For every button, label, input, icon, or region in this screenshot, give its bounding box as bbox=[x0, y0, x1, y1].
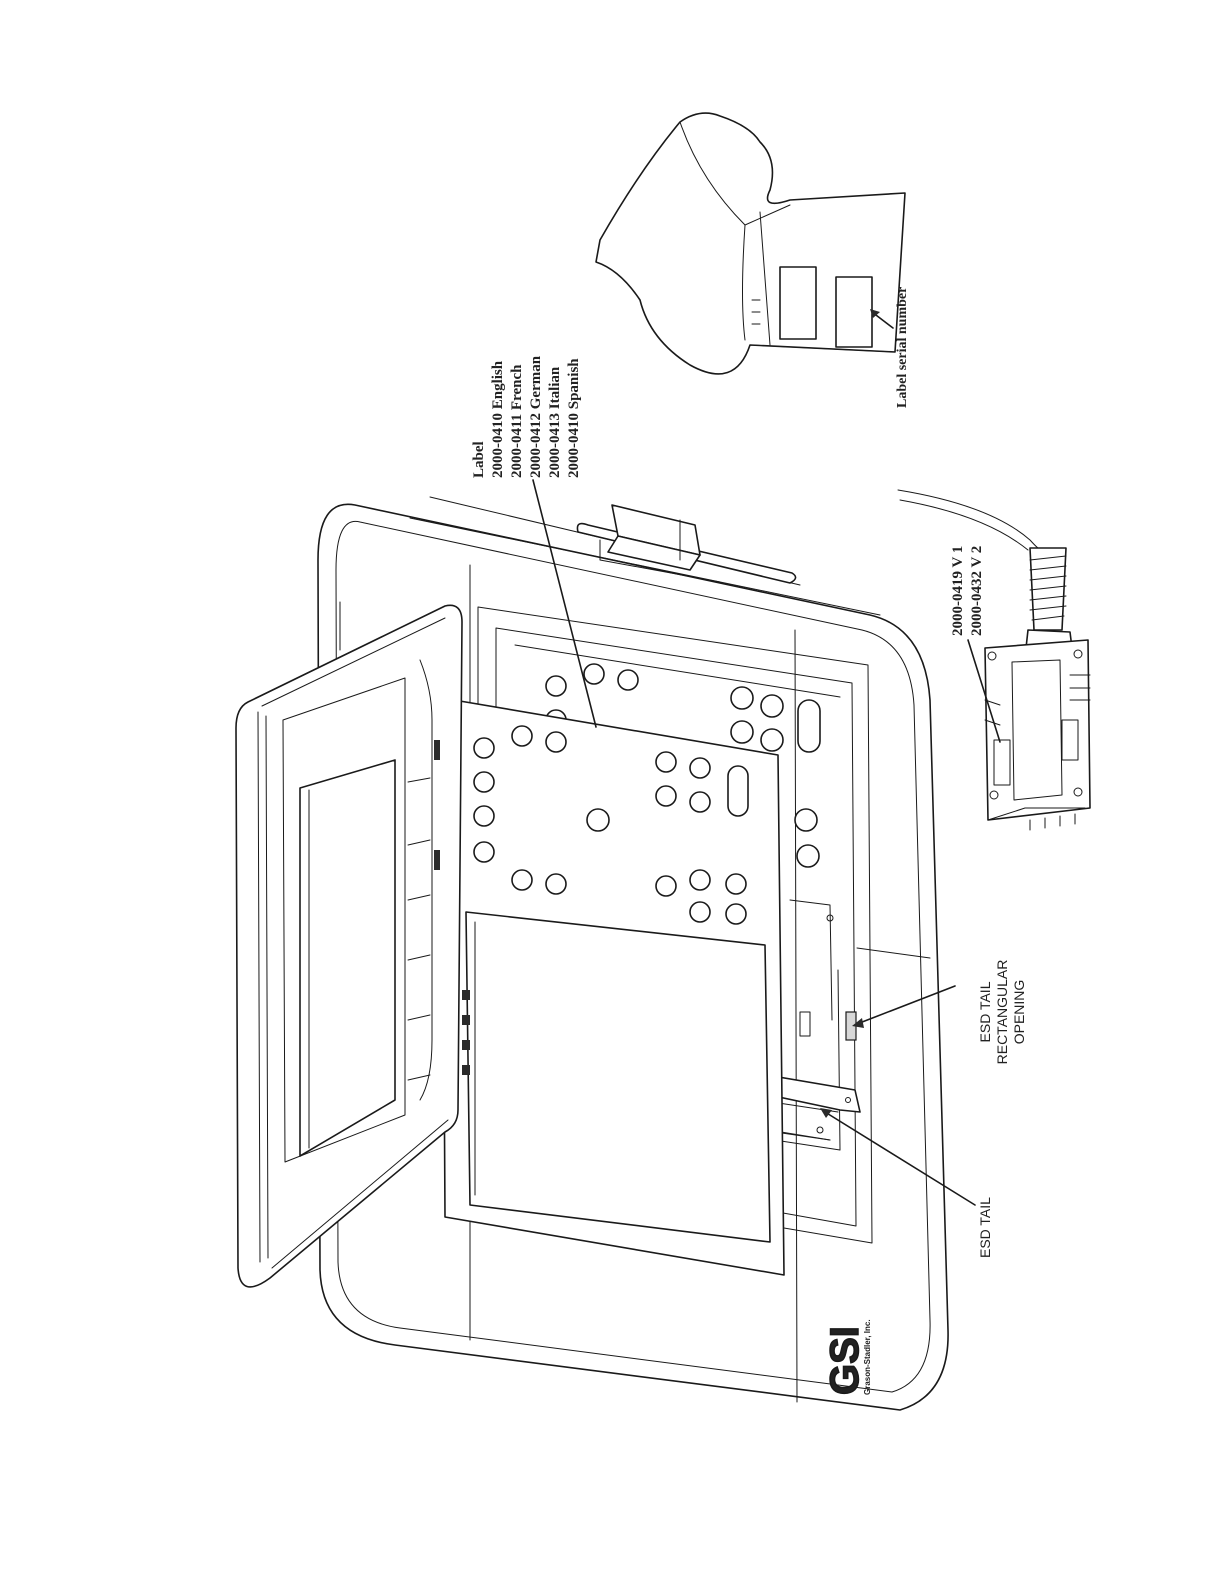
esd-tail-text: ESD TAIL bbox=[977, 1197, 993, 1258]
membrane-label bbox=[442, 698, 784, 1275]
label-callout: Label 2000-0410 English 2000-0411 French… bbox=[471, 355, 582, 478]
esd-opening-line-2: RECTANGULAR bbox=[994, 960, 1010, 1065]
label-line-3: 2000-0412 German bbox=[528, 355, 544, 478]
gsi-logo: GSI Grason-Stadler, Inc. bbox=[823, 1319, 872, 1395]
serial-label-callout: Label serial number bbox=[895, 287, 910, 408]
module-part-2: 2000-0432 V 2 bbox=[969, 546, 985, 636]
module-parts-callout: 2000-0419 V 1 2000-0432 V 2 bbox=[950, 546, 985, 636]
label-title: Label bbox=[471, 441, 487, 478]
label-line-5: 2000-0410 Spanish bbox=[566, 358, 582, 478]
label-line-2: 2000-0411 French bbox=[509, 364, 525, 478]
logo-brand: GSI bbox=[823, 1326, 867, 1395]
label-line-4: 2000-0413 Italian bbox=[547, 366, 563, 478]
detail-unit-side bbox=[596, 113, 905, 374]
label-line-1: 2000-0410 English bbox=[490, 360, 506, 478]
esd-opening-callout: ESD TAIL RECTANGULAR OPENING bbox=[977, 960, 1027, 1065]
serial-label-text: Label serial number bbox=[895, 287, 910, 408]
esd-opening-line-3: OPENING bbox=[1011, 980, 1027, 1045]
esd-tail-callout: ESD TAIL bbox=[977, 1197, 993, 1258]
module-part-1: 2000-0419 V 1 bbox=[950, 546, 966, 636]
strain-relief-coil bbox=[1030, 548, 1066, 630]
esd-opening-line-1: ESD TAIL bbox=[977, 981, 993, 1042]
logo-company: Grason-Stadler, Inc. bbox=[863, 1319, 872, 1395]
